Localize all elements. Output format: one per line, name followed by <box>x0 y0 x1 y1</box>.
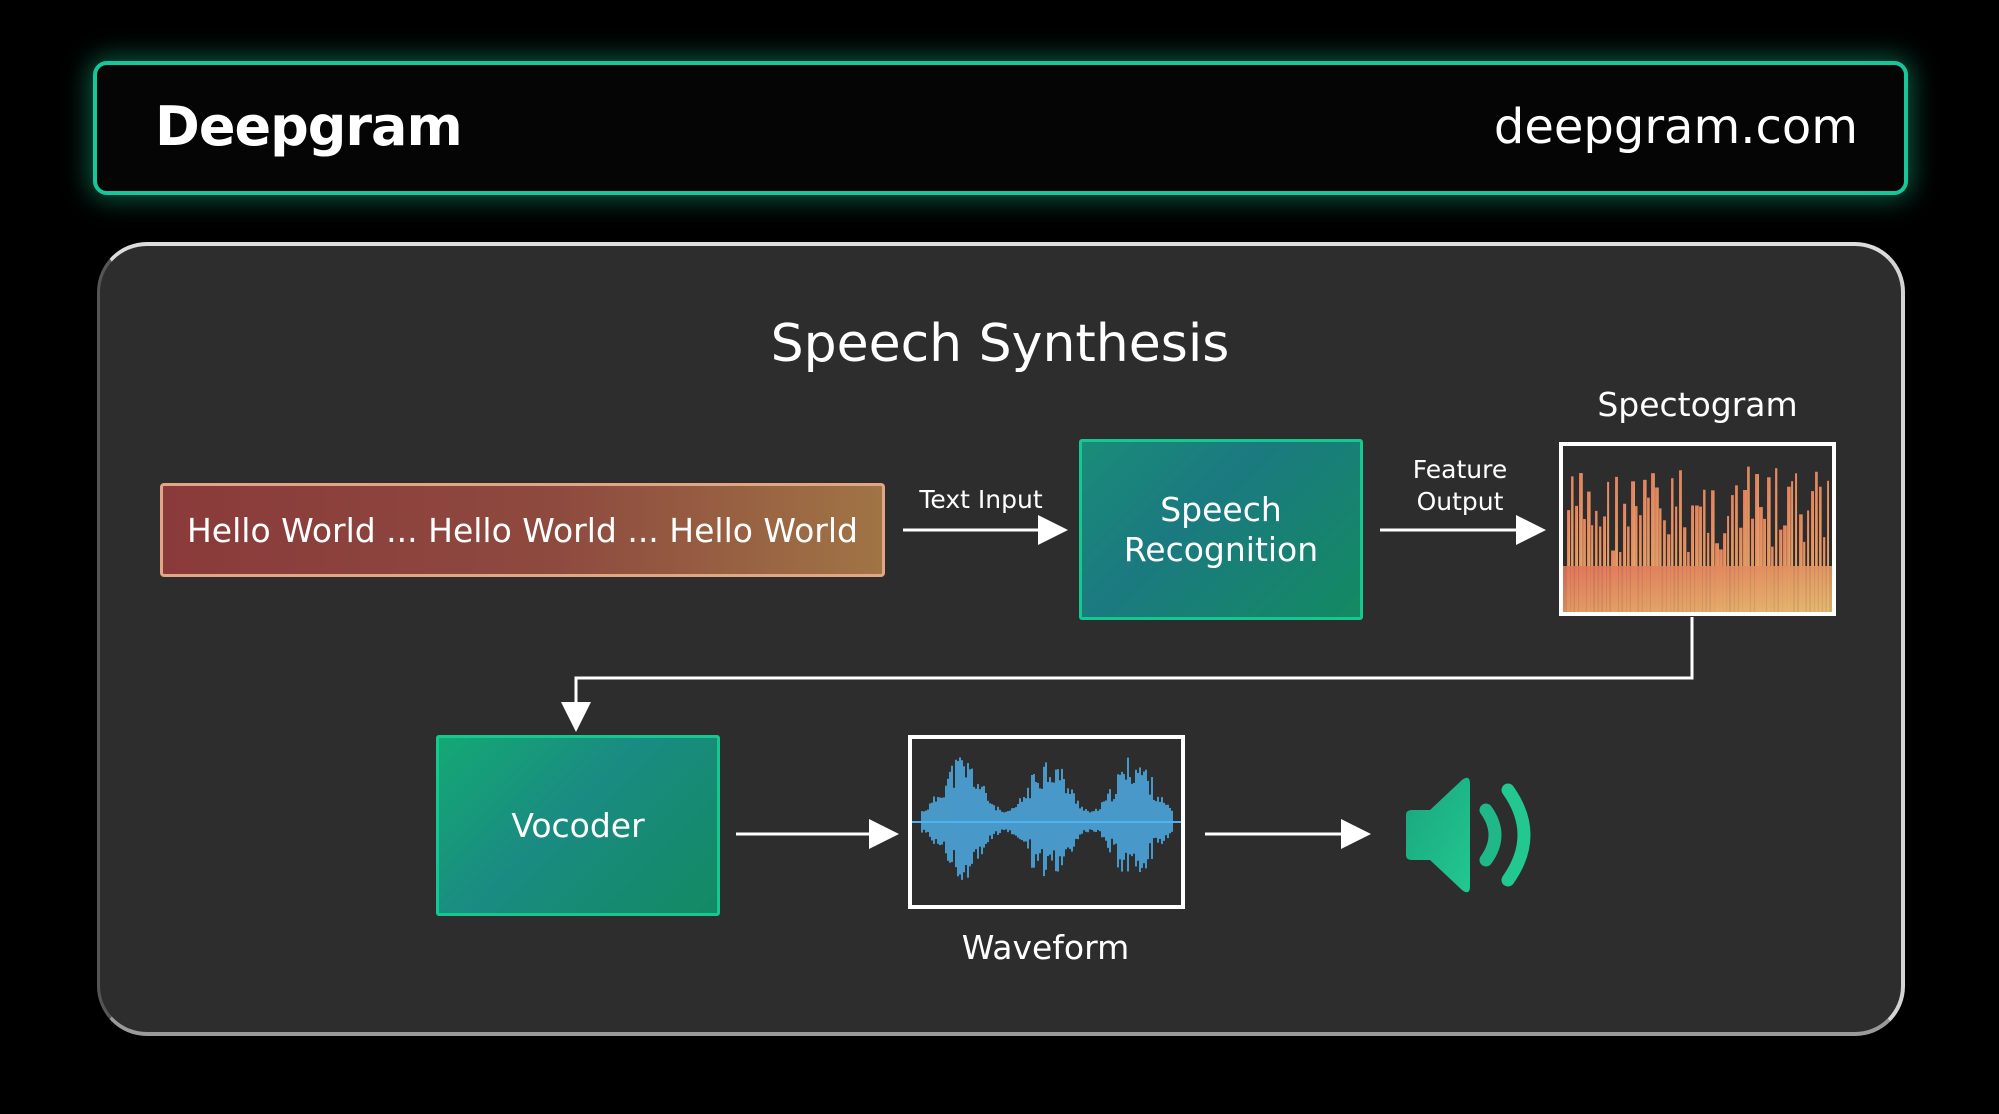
waveform-graphic <box>912 757 1181 880</box>
spectrogram-spike <box>1827 480 1830 612</box>
spectrogram-spike <box>1727 515 1730 612</box>
waveform-label: Waveform <box>961 928 1130 967</box>
spectrogram-spike <box>1647 497 1650 612</box>
spectrogram-spike <box>1775 468 1778 612</box>
brand-logo: Deepgram <box>155 95 463 158</box>
spectrogram-spike <box>1631 481 1635 612</box>
spectrogram-spike <box>1763 518 1766 612</box>
spectrogram-spike <box>1635 506 1638 612</box>
speech-recognition-label-line1: Speech <box>1160 489 1282 529</box>
vocoder-label: Vocoder <box>511 806 645 845</box>
spectrogram-spike <box>1595 510 1598 612</box>
text-input-label: Text Input <box>919 485 1043 514</box>
input-text: Hello World ... Hello World ... Hello Wo… <box>186 510 858 550</box>
spectrogram-spike <box>1819 486 1822 612</box>
spectrogram-spike <box>1615 476 1618 612</box>
spectrogram-spike <box>1743 490 1747 612</box>
speaker-icon <box>1400 770 1550 900</box>
spectrogram-spike <box>1579 473 1583 612</box>
input-text-box: Hello World ... Hello World ... Hello Wo… <box>160 483 885 577</box>
spectrogram-spike <box>1675 506 1678 612</box>
feature-output-label: Feature Output <box>1370 454 1550 518</box>
spectrogram-spike <box>1651 473 1655 612</box>
spectrogram-spike <box>1691 505 1694 612</box>
spectrogram-spike <box>1767 477 1771 612</box>
spectrogram-spike <box>1575 505 1579 612</box>
speech-recognition-block: Speech Recognition <box>1079 439 1363 620</box>
spectrogram-spike <box>1799 514 1803 612</box>
spectrogram-spike <box>1795 473 1798 612</box>
spectrogram-spike <box>1787 486 1791 612</box>
spectrogram-spike <box>1655 487 1659 612</box>
spectrogram-spike <box>1587 491 1591 612</box>
spectrogram-spike <box>1571 476 1574 612</box>
spectrogram-spike <box>1679 470 1682 612</box>
spectrogram-spike <box>1567 510 1571 612</box>
spectrogram-spike <box>1759 507 1763 612</box>
header-banner: Deepgram deepgram.com <box>93 61 1908 195</box>
spectrogram-spike <box>1671 478 1674 612</box>
spectrogram-spike <box>1659 508 1662 612</box>
spectrogram-spike <box>1699 506 1702 612</box>
site-url: deepgram.com <box>1493 99 1858 155</box>
spectrogram-spike <box>1791 481 1794 612</box>
spectogram-label: Spectogram <box>1597 385 1798 424</box>
spectrogram-spike <box>1711 490 1715 612</box>
feature-output-label-line1: Feature <box>1412 455 1508 484</box>
spectrogram-graphic <box>1563 466 1832 612</box>
speech-recognition-label-line2: Recognition <box>1123 529 1319 569</box>
spectrogram-spike <box>1807 510 1810 612</box>
spectrogram-spike <box>1639 515 1642 612</box>
spectrogram-spike <box>1747 466 1750 612</box>
spectrogram-spike <box>1583 519 1586 612</box>
vocoder-block: Vocoder <box>436 735 720 916</box>
spectrogram-spike <box>1607 481 1610 612</box>
spectrogram-spike <box>1751 518 1754 612</box>
spectrogram-spike <box>1703 489 1706 612</box>
spectrogram-spike <box>1735 485 1738 612</box>
spectrogram-spike <box>1731 495 1734 612</box>
spectrogram-spike <box>1811 491 1814 612</box>
spectrogram-spike <box>1755 474 1759 612</box>
spectrogram-spike <box>1623 503 1627 612</box>
waveform-image <box>908 735 1185 909</box>
spectrogram-spike <box>1695 505 1699 612</box>
diagram-title: Speech Synthesis <box>770 314 1230 374</box>
spectrogram-spike <box>1603 516 1606 612</box>
spectrogram-spike <box>1815 471 1818 612</box>
spectrogram-image <box>1559 442 1836 616</box>
feature-output-label-line2: Output <box>1416 487 1504 516</box>
spectrogram-spike <box>1643 479 1647 612</box>
